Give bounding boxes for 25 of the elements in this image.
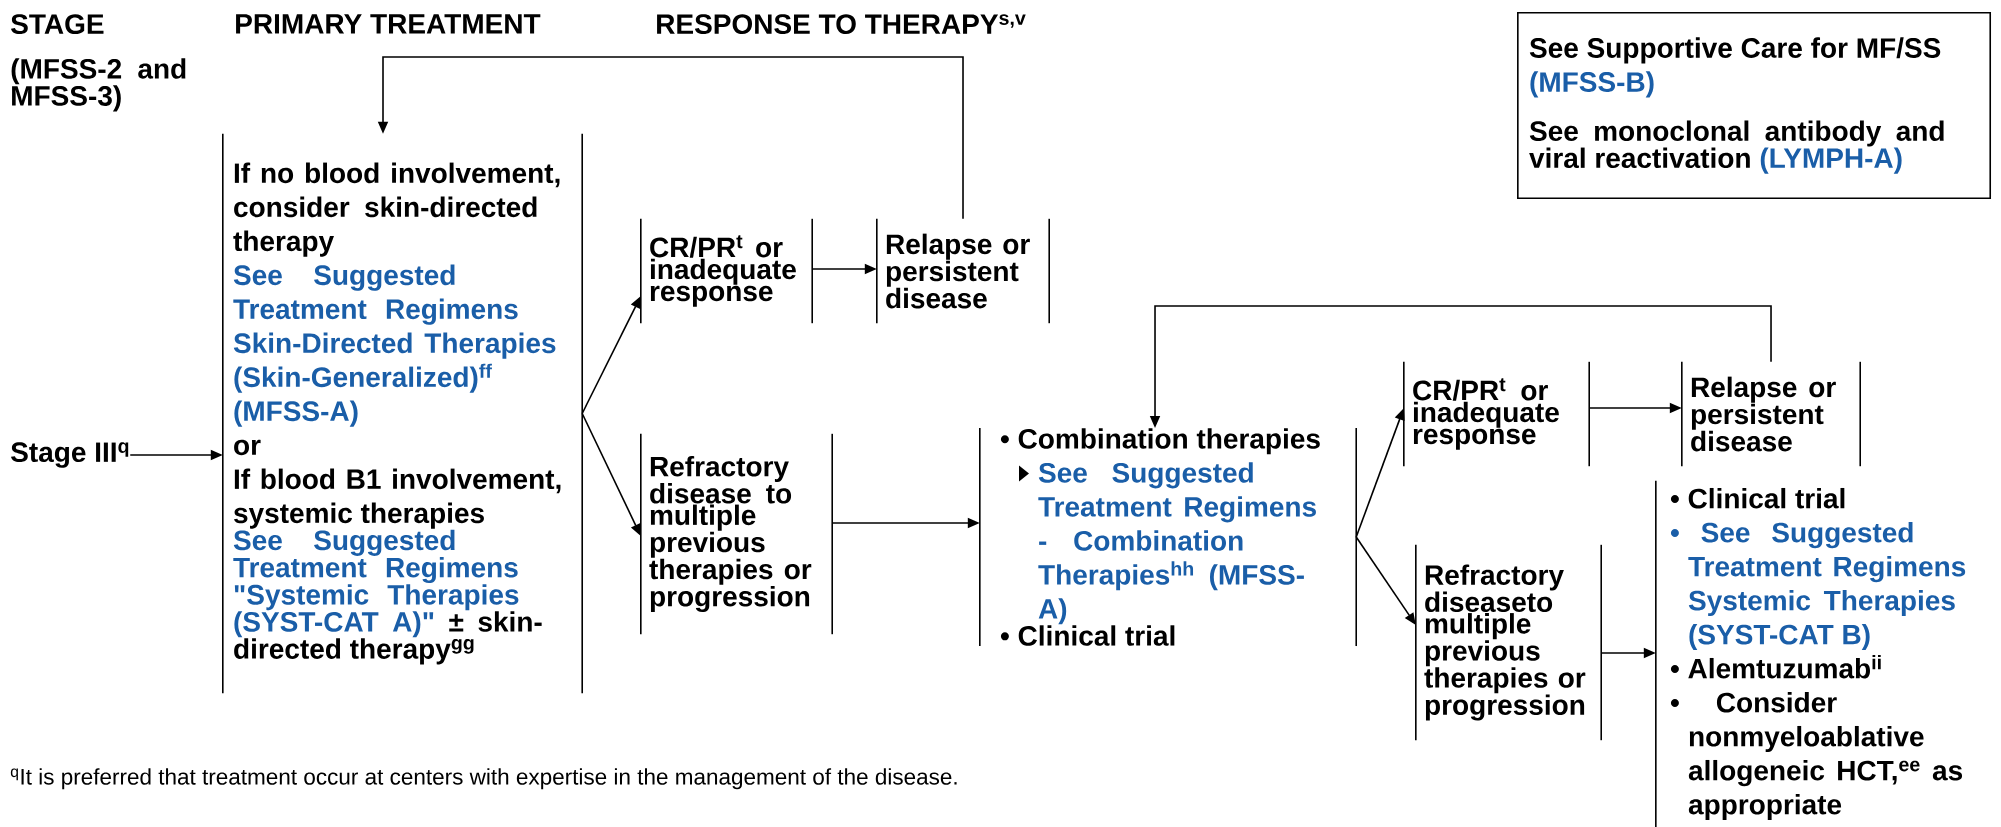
stage-text: Stage III$^{q}$ <box>11 442 129 468</box>
node-label: • Clinical trial <box>1000 625 1175 646</box>
node-label: Treatment Regimens <box>1038 496 1316 523</box>
arrow <box>1355 536 1416 625</box>
node-label: (MFSS- <box>1209 564 1304 591</box>
heading: (MFSS-2 and MFSS-3) <box>11 58 186 112</box>
response-box: CR/PR$^{t}$ or inadequate response <box>1403 361 1590 467</box>
node-label: • Combination therapies <box>1000 428 1320 455</box>
heading: RESPONSE TO THERAPY$^{s,v}$ <box>657 14 1026 35</box>
footnote: $^{q}$It is preferred that treatment occur at centers with expertise in the management of the disease. <box>10 768 957 790</box>
response-box: CR/PR$^{t}$ or inadequate response <box>640 218 813 324</box>
treatment-list: • Clinical trial • See Suggested Treatment Regimens Systemic Therapies (SYST-CAT B) • Alemtuzumab$^{ii}$ • Consider nonmyeloablative allogeneic HCT,$^{ee}$ as appropriate <box>1655 480 1966 827</box>
node-label: - Combination <box>1039 530 1243 551</box>
response-box: Relapse or persistent disease <box>1681 361 1862 467</box>
note-box: See Supportive Care for MF/SS (MFSS-B) See monoclonal antibody and viral reactivation (LYMPH-A) <box>1517 12 1992 199</box>
treatment-box: If no blood involvement, consider skin-directed therapy See Suggested Treatment Regimens Skin-Directed Therapies (Skin-Generalized)$^{ff}$ (MFSS-A) or If blood B1 involvement, systemic therapies See Suggested Treatment Regimens "Systemic Therapies (SYST-CAT A)" ± skin-directed therapy$^{gg}$ <box>222 133 583 694</box>
response-box: Refractory diseaseto multiple previous therapies or progression <box>1415 544 1602 741</box>
response-box: Relapse or persistent disease <box>876 218 1050 324</box>
node-label: Therapies$^{hh}$ <box>1038 561 1194 591</box>
node-label: A) <box>1038 598 1067 625</box>
treatment-box: • Combination therapies See Suggested Treatment Regimens - Combination Therapies$^{hh}$ (MFSS-A) • Clinical trial <box>979 427 1357 647</box>
heading: STAGE <box>11 14 104 34</box>
heading: PRIMARY TREATMENT <box>236 14 541 34</box>
node-label: See Suggested <box>1038 462 1253 489</box>
response-box: Refractory disease to multiple previous therapies or progression <box>640 433 833 635</box>
